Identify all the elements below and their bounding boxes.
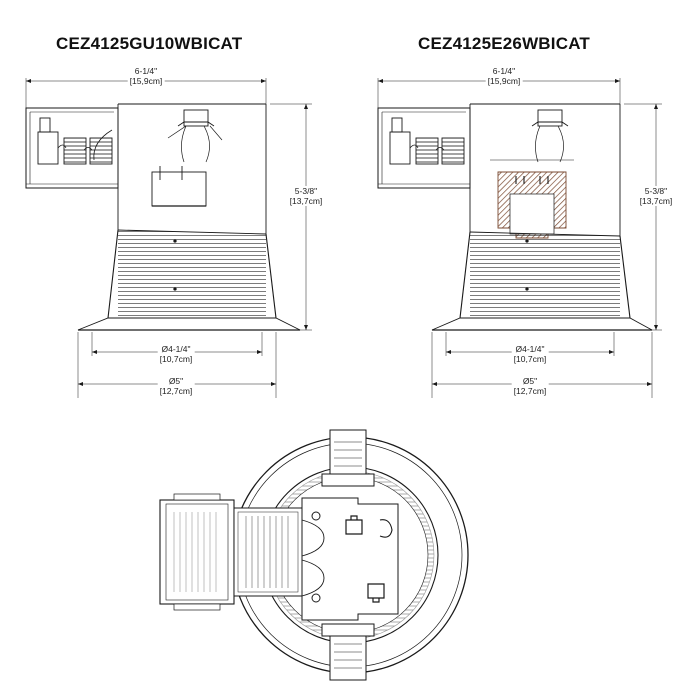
dim-aperture-imperial: Ø4-1/4" [161, 344, 191, 354]
dim-trim-e26: Ø5" [12,7cm] [511, 376, 549, 396]
dim-overall-width-imperial: 6-1/4" [492, 66, 516, 76]
dim-trim-imperial: Ø5" [522, 376, 538, 386]
dim-height-e26: 5-3/8" [13,7cm] [637, 186, 675, 206]
side-view-e26 [377, 78, 662, 398]
model-title-e26: CEZ4125E26WBICAT [418, 34, 590, 53]
dim-trim-metric: [12,7cm] [159, 386, 193, 396]
dim-overall-width-metric: [15,9cm] [129, 76, 163, 86]
model-title-gu10: CEZ4125GU10WBICAT [56, 34, 243, 53]
dim-height-imperial: 5-3/8" [294, 186, 318, 196]
top-view [159, 429, 469, 681]
dim-aperture-metric: [10,7cm] [159, 354, 193, 364]
dim-overall-width-gu10: 6-1/4" [15,9cm] [127, 66, 165, 86]
dim-aperture-gu10: Ø4-1/4" [10,7cm] [157, 344, 195, 364]
dim-height-imperial: 5-3/8" [644, 186, 668, 196]
dim-overall-width-metric: [15,9cm] [487, 76, 521, 86]
dim-height-metric: [13,7cm] [639, 196, 673, 206]
dim-height-gu10: 5-3/8" [13,7cm] [287, 186, 325, 206]
dim-aperture-e26: Ø4-1/4" [10,7cm] [511, 344, 549, 364]
dim-aperture-imperial: Ø4-1/4" [515, 344, 545, 354]
dim-overall-width-e26: 6-1/4" [15,9cm] [485, 66, 523, 86]
dim-overall-width-imperial: 6-1/4" [134, 66, 158, 76]
side-view-gu10 [25, 78, 312, 398]
dim-trim-gu10: Ø5" [12,7cm] [157, 376, 195, 396]
dim-trim-imperial: Ø5" [168, 376, 184, 386]
dim-aperture-metric: [10,7cm] [513, 354, 547, 364]
dim-trim-metric: [12,7cm] [513, 386, 547, 396]
dim-height-metric: [13,7cm] [289, 196, 323, 206]
